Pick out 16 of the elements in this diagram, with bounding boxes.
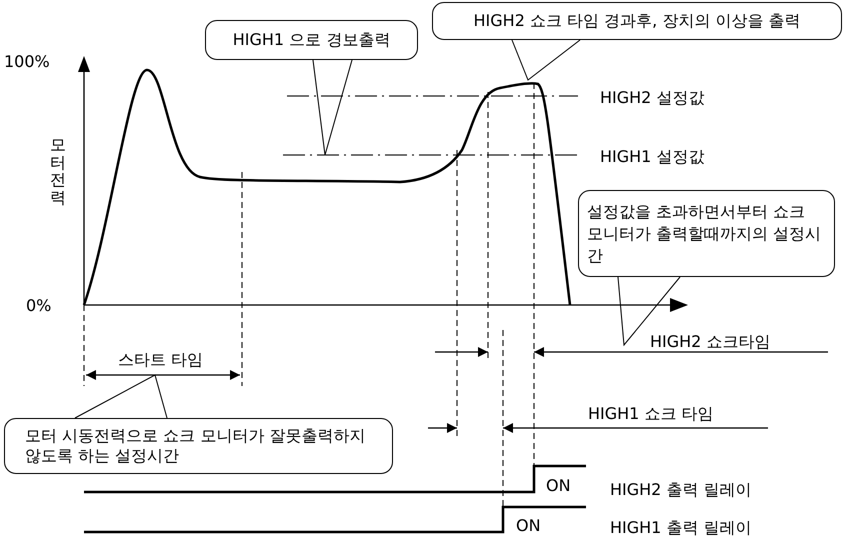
callout-bubble: 설정값을 초과하면서부터 쇼크 모니터가 출력할때까지의 설정시간 <box>578 190 835 277</box>
chart-label: HIGH1 설정값 <box>600 146 704 168</box>
chart-label: ON <box>546 475 571 497</box>
chart-label: HIGH2 출력 릴레이 <box>610 479 752 501</box>
chart-label: ON <box>516 515 541 537</box>
callout-bubble: HIGH1 으로 경보출력 <box>205 20 418 60</box>
callout-bubble: HIGH2 쇼크 타임 경과후, 장치의 이상을 출력 <box>432 2 842 40</box>
chart-label: HIGH1 쇼크 타임 <box>588 403 714 425</box>
chart-label: HIGH2 쇼크타임 <box>650 331 770 353</box>
chart-label: 모터 전력 <box>50 136 66 206</box>
chart-label: 100% <box>4 51 50 73</box>
callout-bubble: 모터 시동전력으로 쇼크 모니터가 잘못출력하지 않도록 하는 설정시간 <box>4 418 393 474</box>
chart-label: 스타트 타임 <box>118 349 204 371</box>
chart-label: HIGH2 설정값 <box>600 87 704 109</box>
chart-label: 0% <box>26 295 52 317</box>
chart-label: HIGH1 출력 릴레이 <box>610 517 752 537</box>
